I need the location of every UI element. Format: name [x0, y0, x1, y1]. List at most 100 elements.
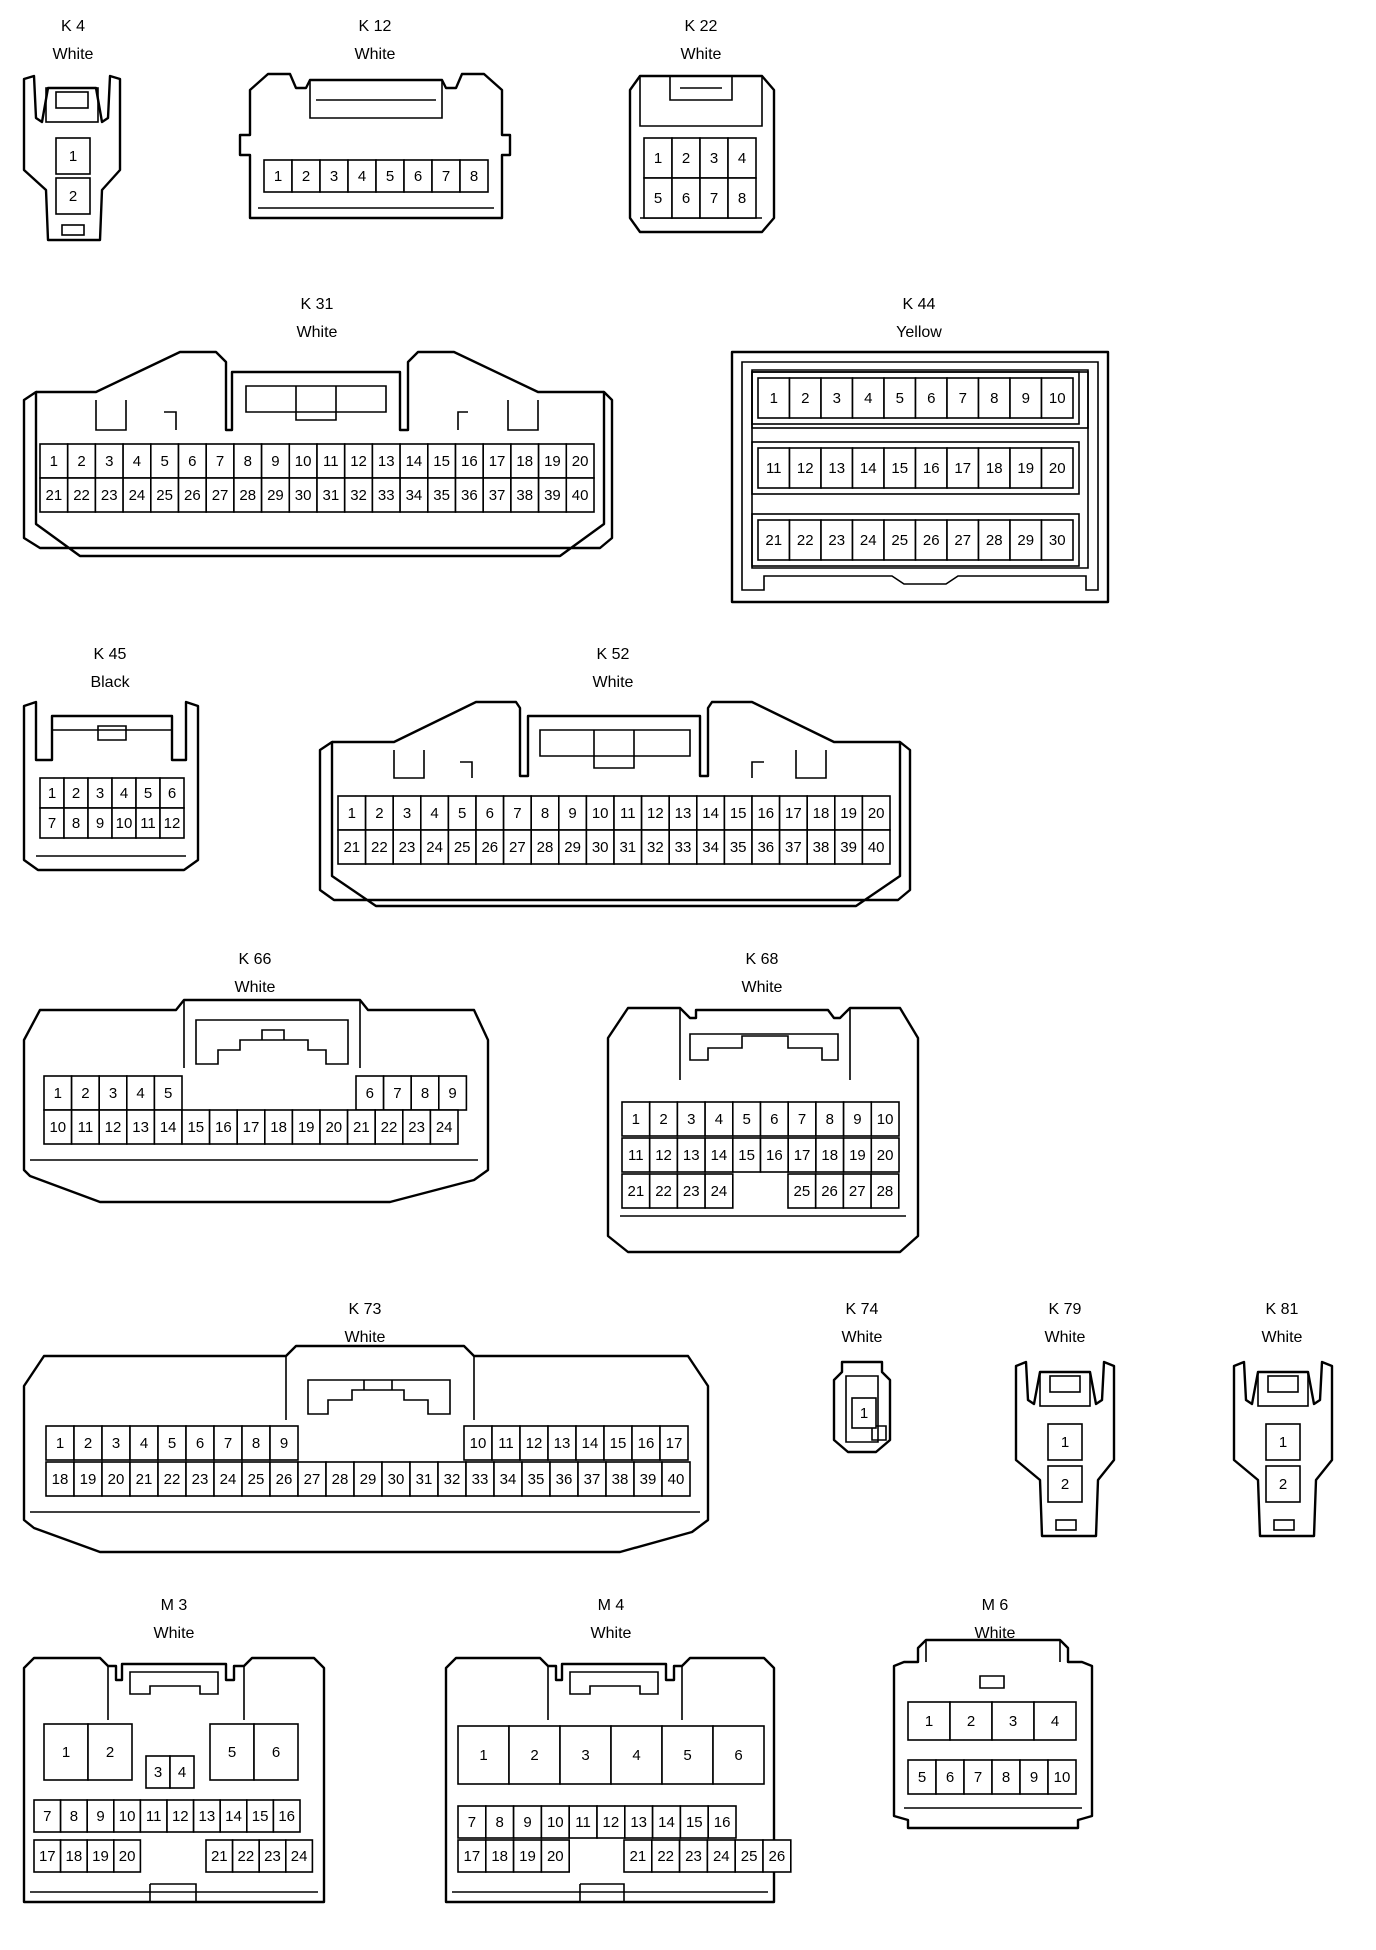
- pin-number: 3: [330, 168, 338, 185]
- pin-k66-21: 21: [346, 1109, 377, 1145]
- pin-k44-14: 14: [851, 447, 885, 489]
- pin-k31-24: 24: [122, 477, 152, 513]
- pin-cavity: [355, 1075, 385, 1111]
- pin-m4-21: 21: [623, 1839, 653, 1873]
- pin-cavity: [676, 1173, 706, 1209]
- pin-cavity: [371, 443, 401, 479]
- pin-number: 23: [685, 1848, 702, 1865]
- pin-cavity: [946, 447, 980, 489]
- pin-m3-15: 15: [246, 1799, 275, 1833]
- pin-cavity: [319, 1109, 349, 1145]
- pin-k66-17: 17: [236, 1109, 266, 1145]
- pin-k31-39: 39: [537, 477, 568, 513]
- housing-k79: [1014, 1360, 1116, 1538]
- pin-k52-40: 40: [861, 829, 891, 865]
- pin-number: 29: [1017, 532, 1034, 549]
- pin-m3-21: 21: [205, 1839, 234, 1873]
- pin-cavity: [883, 377, 917, 419]
- pin-number: 21: [353, 1119, 370, 1136]
- pin-cavity: [159, 807, 185, 839]
- pin-cavity: [59, 1799, 88, 1833]
- pin-k52-4: 4: [419, 795, 450, 831]
- pin-number: 26: [769, 1848, 786, 1865]
- pin-number: 4: [133, 453, 141, 470]
- pin-k68-17: 17: [787, 1137, 817, 1173]
- pin-cavity: [788, 447, 822, 489]
- pin-cavity: [59, 1839, 88, 1873]
- pin-k44-16: 16: [914, 447, 948, 489]
- pin-k22-4: 4: [727, 137, 757, 179]
- pin-k66-9: 9: [437, 1075, 468, 1111]
- pin-m4-9: 9: [512, 1805, 543, 1839]
- pin-number: 17: [464, 1848, 481, 1865]
- connector-color-k73: White: [345, 1329, 386, 1346]
- pin-cavity: [695, 829, 726, 865]
- pin-number: 3: [112, 1435, 120, 1452]
- pin-m4-19: 19: [512, 1839, 543, 1873]
- pin-number: 8: [470, 168, 478, 185]
- housing-k12: [238, 72, 512, 220]
- pin-number: 8: [1002, 1769, 1010, 1786]
- pin-number: 13: [630, 1814, 647, 1831]
- connector-id-k73: K 73: [349, 1301, 382, 1318]
- pin-k31-32: 32: [343, 477, 374, 513]
- pin-cavity: [540, 1839, 571, 1873]
- pin-number: 16: [757, 805, 774, 822]
- pin-cavity: [671, 177, 701, 219]
- pin-number: 15: [730, 805, 747, 822]
- pin-cavity: [263, 159, 293, 193]
- pin-number: 17: [954, 460, 971, 477]
- pin-m4-3: 3: [559, 1725, 612, 1785]
- pin-cavity: [213, 1461, 243, 1497]
- pin-number: 27: [954, 532, 971, 549]
- pin-number: 6: [414, 168, 422, 185]
- pin-k66-14: 14: [153, 1109, 183, 1145]
- pin-k52-17: 17: [778, 795, 808, 831]
- pin-cavity: [605, 1461, 635, 1497]
- pin-k66-5: 5: [153, 1075, 183, 1111]
- pin-cavity: [707, 1805, 737, 1839]
- pin-cavity: [648, 1101, 679, 1137]
- pin-number: 24: [129, 487, 146, 504]
- pin-number: 9: [96, 815, 104, 832]
- pin-k44-4: 4: [851, 377, 885, 419]
- pin-number: 7: [468, 1814, 476, 1831]
- pin-k12-6: 6: [403, 159, 433, 193]
- pin-k44-30: 30: [1040, 519, 1074, 561]
- pin-number: 21: [630, 1848, 647, 1865]
- pin-k52-24: 24: [419, 829, 450, 865]
- pin-number: 32: [444, 1471, 461, 1488]
- pin-number: 12: [526, 1435, 543, 1452]
- pin-cavity: [437, 1461, 467, 1497]
- pin-cavity: [392, 829, 422, 865]
- pin-k12-5: 5: [375, 159, 405, 193]
- pin-cavity: [502, 829, 533, 865]
- pin-number: 19: [298, 1119, 315, 1136]
- pin-k31-26: 26: [177, 477, 208, 513]
- pin-k73-6: 6: [185, 1425, 215, 1461]
- pin-k68-11: 11: [621, 1137, 651, 1173]
- pin-k52-28: 28: [530, 829, 560, 865]
- pin-number: 6: [188, 453, 196, 470]
- pin-cavity: [679, 1805, 710, 1839]
- pin-cavity: [39, 807, 65, 839]
- pin-k31-4: 4: [122, 443, 152, 479]
- pin-cavity: [585, 795, 615, 831]
- pin-k44-5: 5: [883, 377, 917, 419]
- pin-number: 9: [523, 1814, 531, 1831]
- pin-cavity: [699, 177, 729, 219]
- pin-cavity: [1047, 1423, 1083, 1461]
- pin-m4-15: 15: [679, 1805, 710, 1839]
- pin-cavity: [833, 829, 864, 865]
- pin-m4-1: 1: [457, 1725, 510, 1785]
- pin-number: 8: [496, 1814, 504, 1831]
- pin-k73-30: 30: [381, 1461, 411, 1497]
- pin-number: 30: [592, 839, 609, 856]
- pin-k52-3: 3: [392, 795, 422, 831]
- pin-cavity: [269, 1461, 299, 1497]
- pin-number: 24: [220, 1471, 237, 1488]
- connector-color-k22: White: [681, 46, 722, 63]
- pin-k52-14: 14: [695, 795, 726, 831]
